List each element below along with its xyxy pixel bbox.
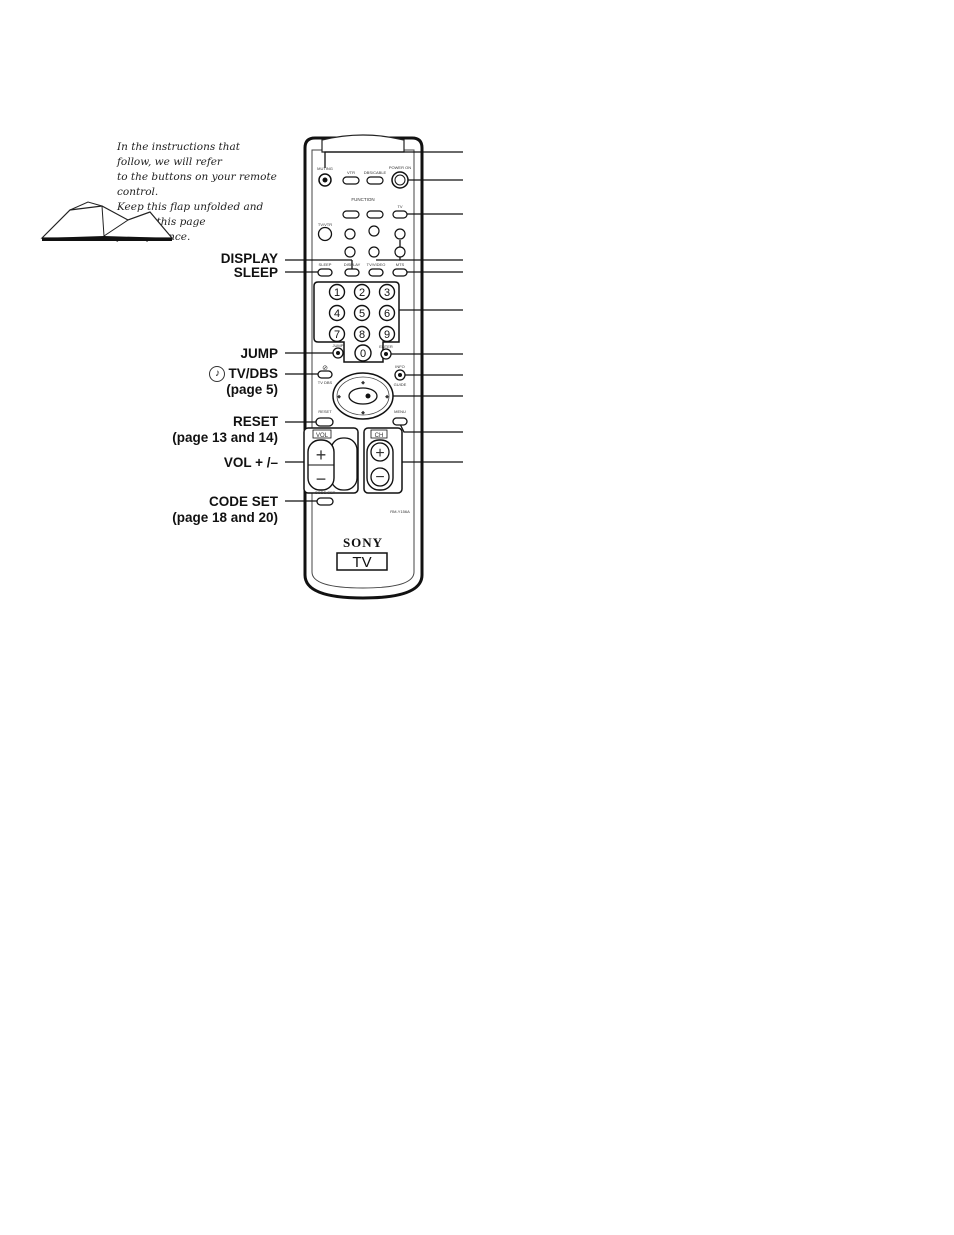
menu-button bbox=[392, 417, 408, 426]
vtr-button bbox=[342, 176, 360, 185]
down-arrow-icon: ◆ bbox=[361, 410, 365, 416]
tvvtr-button bbox=[317, 226, 333, 242]
key-9-button bbox=[378, 325, 396, 343]
muting-label: MUTING bbox=[317, 166, 333, 171]
music-note-icon: ♪ bbox=[209, 366, 226, 383]
label-tv-dbs-page: (page 5) bbox=[226, 382, 278, 397]
enter-label: ENTER bbox=[379, 344, 393, 349]
label-code-set-page: (page 18 and 20) bbox=[172, 510, 278, 525]
open-book-icon bbox=[40, 201, 174, 241]
func-vtr-button bbox=[342, 210, 360, 219]
label-code-set: CODE SET bbox=[208, 494, 278, 509]
label-display: DISPLAY bbox=[220, 251, 278, 266]
key-7-button bbox=[328, 325, 346, 343]
jump-label: JUMP bbox=[333, 343, 344, 348]
model-label: RM-Y156A bbox=[390, 509, 410, 514]
dbs-cable-button bbox=[366, 176, 384, 185]
code-set-label: CODE SET bbox=[315, 490, 336, 495]
stop-button bbox=[344, 246, 356, 258]
key-6-label: 6 bbox=[384, 308, 390, 320]
mts-label: MTS bbox=[396, 262, 405, 267]
ch-label: CH bbox=[375, 433, 384, 439]
key-2-button bbox=[353, 283, 371, 301]
key-8-button bbox=[353, 325, 371, 343]
display-button bbox=[344, 268, 360, 277]
rewind-button bbox=[344, 228, 356, 240]
key-3-button bbox=[378, 283, 396, 301]
label-reset: RESET bbox=[232, 414, 278, 429]
function-label: FUNCTION bbox=[351, 197, 374, 202]
key-1-button bbox=[328, 283, 346, 301]
label-tv-dbs: ♪TV/DBS bbox=[209, 366, 278, 383]
dbs-cable-label: DBS/CABLE bbox=[364, 170, 387, 175]
tvdbs-label: TV DBS bbox=[318, 380, 333, 385]
tvvideo-button bbox=[368, 268, 384, 277]
pause-button bbox=[368, 246, 380, 258]
key-7-label: 7 bbox=[334, 329, 340, 341]
sony-logo: SONY bbox=[343, 535, 383, 550]
ch-plus-icon: + bbox=[375, 445, 384, 462]
key-4-label: 4 bbox=[334, 308, 340, 320]
label-sleep: SLEEP bbox=[233, 265, 278, 280]
vol-plus-icon: + bbox=[316, 445, 327, 465]
sleep-button bbox=[317, 268, 333, 277]
key-0-label: 0 bbox=[360, 348, 366, 360]
vol-minus-icon: − bbox=[316, 469, 327, 489]
label-tv-dbs-text: TV/DBS bbox=[228, 366, 278, 381]
func-tv-label: TV bbox=[397, 204, 402, 209]
sleep-label: SLEEP bbox=[319, 262, 332, 267]
mts-button bbox=[392, 268, 408, 277]
label-jump: JUMP bbox=[240, 346, 278, 361]
menu-label: MENU bbox=[394, 409, 406, 414]
key-5-label: 5 bbox=[359, 308, 365, 320]
vol-label: VOL bbox=[316, 433, 329, 439]
display-label: DISPLAY bbox=[344, 262, 361, 267]
vtr-label: VTR bbox=[347, 170, 355, 175]
tvvideo-label: TV/VIDEO bbox=[367, 262, 386, 267]
key-5-button bbox=[353, 304, 371, 322]
intro-line-1: In the instructions that follow, we will… bbox=[117, 141, 241, 168]
up-arrow-icon: ◆ bbox=[361, 380, 365, 386]
vol-rocker bbox=[330, 437, 358, 491]
tvdbs-button bbox=[317, 370, 333, 379]
key-2-label: 2 bbox=[359, 287, 365, 299]
joystick-center-button bbox=[348, 387, 378, 405]
keypad: 1 2 3 4 5 6 7 8 9 0 bbox=[328, 283, 396, 362]
reset-button bbox=[315, 417, 334, 427]
tv-badge: TV bbox=[352, 554, 371, 571]
right-arrow-icon: ◆ bbox=[385, 394, 389, 400]
power-on-button bbox=[391, 171, 409, 189]
key-3-label: 3 bbox=[384, 287, 390, 299]
tvdbs-symbol-icon: ⊘ bbox=[322, 365, 328, 372]
key-8-label: 8 bbox=[359, 329, 365, 341]
key-6-button bbox=[378, 304, 396, 322]
key-1-label: 1 bbox=[334, 287, 340, 299]
func-dbs-cable-button bbox=[366, 210, 384, 219]
func-tv-button bbox=[392, 210, 408, 219]
ffwd-button bbox=[394, 228, 406, 240]
key-0-button bbox=[354, 344, 372, 362]
play-button bbox=[368, 225, 380, 237]
key-4-button bbox=[328, 304, 346, 322]
left-arrow-icon: ◆ bbox=[337, 394, 341, 400]
power-on-label: POWER ON bbox=[389, 165, 411, 170]
key-9-label: 9 bbox=[384, 329, 390, 341]
ch-minus-icon: − bbox=[375, 469, 384, 486]
label-vol: VOL + /– bbox=[223, 455, 278, 470]
record-button bbox=[394, 246, 406, 258]
reset-label: RESET bbox=[318, 409, 332, 414]
remote-control-diagram: MUTING VTR DBS/CABLE POWER ON FUNCTION T… bbox=[285, 134, 463, 600]
info-label: INFO bbox=[395, 364, 405, 369]
intro-line-2: to the buttons on your remote control. bbox=[117, 171, 277, 198]
code-set-button bbox=[316, 497, 334, 506]
label-reset-page: (page 13 and 14) bbox=[172, 430, 278, 445]
guide-label: GUIDE bbox=[394, 382, 407, 387]
tvvtr-label: TV/VTR bbox=[318, 222, 332, 227]
